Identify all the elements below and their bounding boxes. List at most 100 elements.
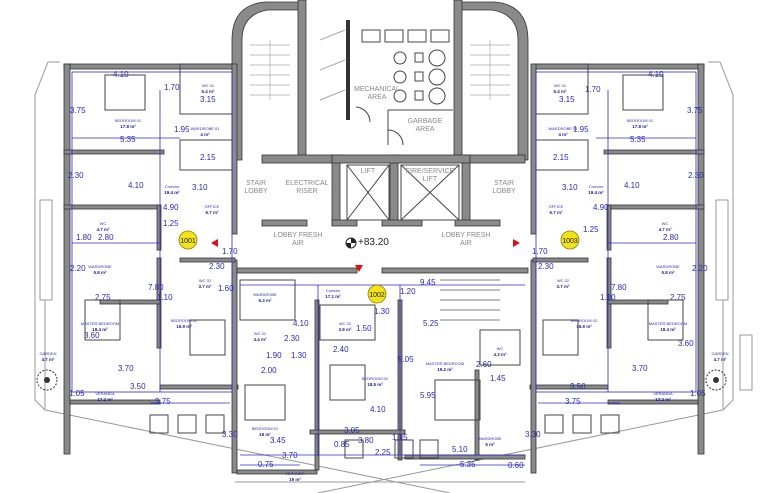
room-area: 4.7 m²: [96, 227, 110, 232]
lobby-fresh-air-left-label: LOBBY FRESH AIR: [273, 232, 323, 247]
room-name: VERANDA: [95, 391, 115, 396]
room-name: MASTER BEDROOM: [426, 361, 464, 366]
terrace-outlines: [34, 61, 753, 493]
room-area: 16.9 m²: [576, 324, 592, 329]
section-marker-icon: [211, 239, 218, 247]
room-area: 6.7 m²: [205, 210, 219, 215]
dimension-label: 1.50: [356, 324, 372, 333]
core-walls: [231, 0, 529, 227]
dimension-label: 2.25: [375, 448, 391, 457]
dimension-label: 3.30: [525, 430, 541, 439]
room-area: 3.7 m²: [556, 284, 570, 289]
dimension-label: 2.15: [200, 153, 216, 162]
dimension-label: 7.80: [611, 283, 627, 292]
room-label: WC 023.7 m²: [198, 278, 212, 289]
stair-lobby-right-label: STAIR LOBBY: [492, 180, 516, 195]
room-name: WARDROBE 01: [549, 126, 579, 131]
level-label: +83.20: [358, 237, 389, 248]
room-name: WC 01: [254, 331, 267, 336]
furniture: [84, 74, 684, 434]
dimension-label: 4.10: [648, 70, 664, 79]
dimension-label: 1.70: [222, 247, 238, 256]
section-marker-icon: [355, 265, 363, 272]
dimension-label: 2.80: [98, 233, 114, 242]
room-area: 18.4 m²: [92, 327, 108, 332]
dimension-label: 3.70: [118, 364, 134, 373]
dimension-label: 0.60: [508, 461, 524, 470]
room-name: WARDROBE: [253, 292, 277, 297]
room-area: 4 m²: [200, 132, 210, 137]
room-area: 19.4 m²: [164, 190, 180, 195]
dimension-label: 2.80: [663, 233, 679, 242]
room-area: 5.4 m²: [553, 89, 567, 94]
room-area: 18.5 m²: [367, 382, 383, 387]
room-area: 5.3 m²: [258, 298, 272, 303]
room-area: 17.8 m²: [120, 124, 136, 129]
dimension-label: 5.25: [423, 319, 439, 328]
room-area: 3.9 m²: [338, 327, 352, 332]
dimension-label: 1.25: [163, 219, 179, 228]
lobby-fresh-air-right-label: LOBBY FRESH AIR: [441, 232, 491, 247]
room-name: WC: [662, 221, 669, 226]
dimension-label: 5.35: [120, 135, 136, 144]
dimension-label: 1.10: [600, 293, 616, 302]
dimension-label: 2.30: [209, 262, 225, 271]
svg-text:1003: 1003: [562, 238, 578, 245]
room-area: 4.7 m²: [658, 227, 672, 232]
room-name: WC 01: [554, 83, 567, 88]
dimension-label: 3.15: [200, 95, 216, 104]
room-label: WC 015.4 m²: [553, 83, 567, 94]
dimension-label: 3.75: [565, 397, 581, 406]
dimension-label: 3.60: [84, 331, 100, 340]
room-name: WARDROBE: [656, 264, 680, 269]
dimension-label: 1.05: [69, 389, 85, 398]
dimension-label: 4.10: [113, 70, 129, 79]
room-area: 3.7 m²: [198, 284, 212, 289]
room-name: MASTER BEDROOM: [81, 321, 119, 326]
room-label: WC 014.4 m²: [253, 331, 267, 342]
dimension-label: 1.70: [164, 83, 180, 92]
dimension-label: 1.60: [218, 284, 234, 293]
dimension-label: 4.90: [163, 203, 179, 212]
room-area: 4.4 m²: [253, 337, 267, 342]
room-name: Corridor: [589, 184, 604, 189]
mechanical-area-label: MECHANICAL AREA: [354, 86, 400, 101]
level-marker: +83.20: [345, 237, 389, 249]
room-area: 17.8 m²: [632, 124, 648, 129]
dimension-label: 7.80: [148, 283, 164, 292]
room-name: OFFICE: [549, 204, 564, 209]
room-label: WC4.7 m²: [658, 221, 672, 232]
dimension-label: 4.10: [128, 181, 144, 190]
electrical-riser-label: ELECTRICAL RISER: [285, 180, 329, 195]
room-area: 17.1 m²: [325, 294, 341, 299]
dimension-label: 1.30: [291, 351, 307, 360]
unit-1001-walls: [63, 63, 239, 474]
room-name: WARDROBE 01: [191, 126, 221, 131]
dimension-label: 3.30: [222, 430, 238, 439]
svg-text:1002: 1002: [369, 292, 385, 299]
dimension-label: 2.30: [68, 171, 84, 180]
dimension-label: 1.30: [374, 307, 390, 316]
dimension-label: 1.70: [585, 85, 601, 94]
dimension-label: 3.75: [70, 106, 86, 115]
room-label: WC4.3 m²: [493, 346, 507, 357]
dimension-label: 2.20: [70, 264, 86, 273]
room-name: WC: [497, 346, 504, 351]
room-area: 4.7 m²: [713, 357, 727, 362]
dimension-label: 3.50: [130, 382, 146, 391]
dimension-label: 5.10: [452, 445, 468, 454]
dimension-label: 2.15: [553, 153, 569, 162]
dimension-label: 1.10: [157, 293, 173, 302]
